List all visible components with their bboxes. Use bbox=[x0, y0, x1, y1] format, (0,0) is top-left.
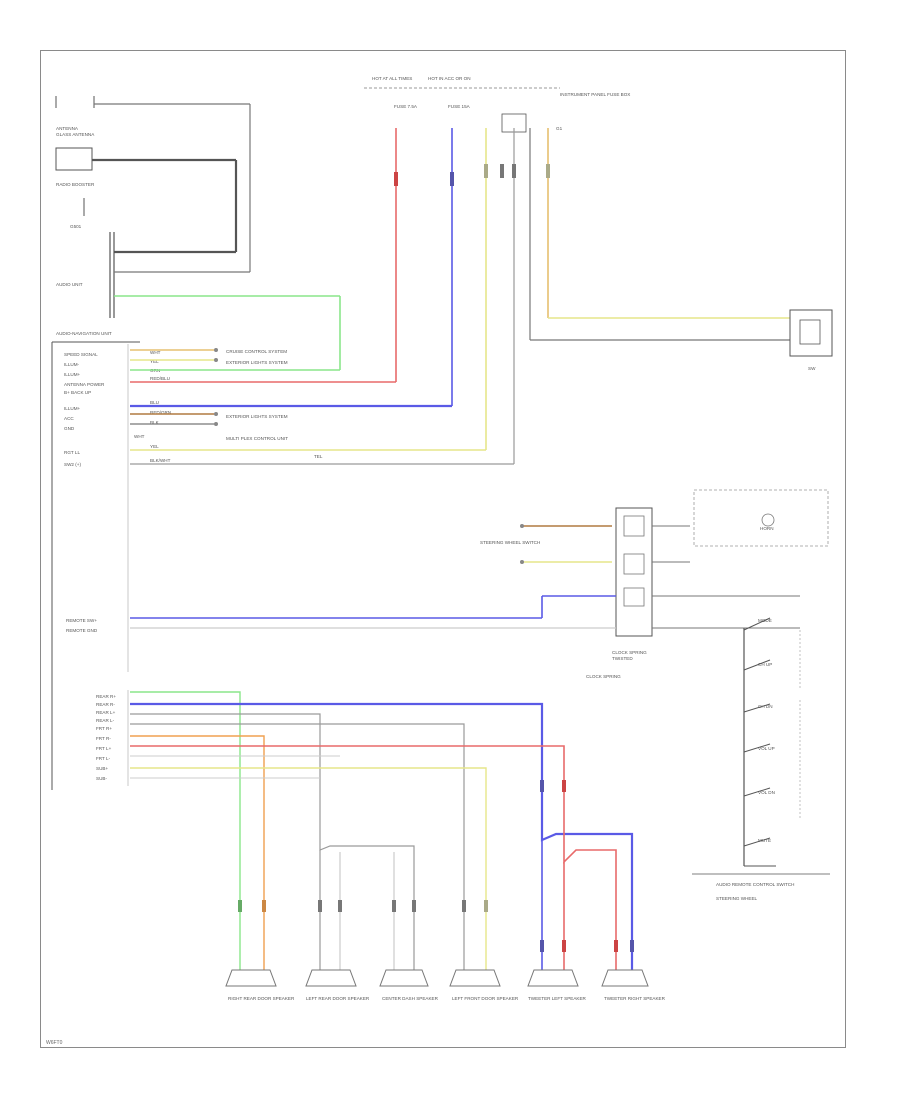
wire-code-0: WHT bbox=[150, 350, 161, 355]
steering-btn-1: CH UP bbox=[758, 662, 772, 667]
right-switch-box: SW bbox=[789, 309, 833, 371]
spk-pin-5: FRT R- bbox=[96, 736, 111, 741]
spk-pin-3: REAR L- bbox=[96, 718, 115, 723]
antenna-block: ANTENNA GLASS ANTENNA RADIO BOOSTER G501… bbox=[51, 96, 341, 790]
glass-antenna-label: GLASS ANTENNA bbox=[56, 132, 95, 137]
pin-label-0: SPEED SIGNAL bbox=[64, 352, 98, 357]
pin-label-9: SW2 (+) bbox=[64, 462, 81, 467]
ext-light2-label: EXTERIOR LIGHTS SYSTEM bbox=[226, 414, 288, 419]
remote-pin-a: REMOTE SW+ bbox=[66, 618, 97, 623]
wire-code-9: BLK/WHT bbox=[150, 458, 171, 463]
speaker-label-5: TWEETER RIGHT SPEAKER bbox=[604, 996, 666, 1001]
wire-code-7: WHT bbox=[134, 434, 145, 439]
spk-pin-9: SUB- bbox=[96, 776, 107, 781]
speaker-label-3: LEFT FRONT DOOR SPEAKER bbox=[452, 996, 519, 1001]
footer-code: W6FT0 bbox=[46, 1040, 63, 1046]
tel-label: TEL bbox=[314, 454, 323, 459]
spk-pin-0: REAR R+ bbox=[96, 694, 116, 699]
speaker-label-4: TWEETER LEFT SPEAKER bbox=[528, 996, 587, 1001]
sw-box-label: SW bbox=[808, 366, 816, 371]
cruise-label: CRUISE CONTROL SYSTEM bbox=[226, 349, 287, 354]
pin-label-7: GND bbox=[64, 426, 75, 431]
pin-label-1: ILLUM- bbox=[64, 362, 80, 367]
ground-label: G1 bbox=[556, 126, 563, 131]
left-pins: SPEED SIGNAL ILLUM- ILLUM+ ANTENNA POWER… bbox=[64, 352, 105, 467]
wire-code-5: RED/GRN bbox=[150, 410, 171, 415]
fuse-block: HOT AT ALL TIMES HOT IN ACC OR ON FUSE 7… bbox=[364, 76, 630, 133]
speaker-label-1: LEFT REAR DOOR SPEAKER bbox=[306, 996, 370, 1001]
pin-label-2: ILLUM+ bbox=[64, 372, 81, 377]
spk-pin-2: REAR L+ bbox=[96, 710, 116, 715]
speakers: RIGHT REAR DOOR SPEAKER LEFT REAR DOOR S… bbox=[225, 969, 666, 1001]
pin-label-5: ILLUM+ bbox=[64, 406, 81, 411]
top-wires bbox=[130, 128, 790, 465]
steering-btn-4: VOL DN bbox=[758, 790, 775, 795]
fuse-right-label: FUSE 15A bbox=[448, 104, 471, 109]
pin-label-3: ANTENNA POWER bbox=[64, 382, 105, 387]
speaker-connectors bbox=[238, 780, 634, 952]
speaker-label-2: CENTER DASH SPEAKER bbox=[382, 996, 439, 1001]
spk-pin-7: FRT L- bbox=[96, 756, 111, 761]
steering-btn-3: VOL UP bbox=[758, 746, 775, 751]
twisted-label: TWISTED bbox=[612, 656, 633, 661]
antenna-label: ANTENNA bbox=[56, 126, 79, 131]
remote-sw-left-label: STEERING WHEEL SWITCH bbox=[480, 540, 540, 545]
wire-code-6: BLK bbox=[150, 420, 160, 425]
fuse-left-label: FUSE 7.5A bbox=[394, 104, 418, 109]
speaker-wires bbox=[130, 691, 634, 970]
clock-spring-label: CLOCK SPRING bbox=[612, 650, 647, 655]
hot-at-all-times: HOT AT ALL TIMES bbox=[372, 76, 412, 81]
pin-label-6: ACC bbox=[64, 416, 74, 421]
steering-wheel-title: STEERING WHEEL bbox=[716, 896, 758, 901]
steering-switch-label: AUDIO REMOTE CONTROL SWITCH bbox=[716, 882, 794, 887]
spk-pin-6: FRT L+ bbox=[96, 746, 112, 751]
hot-in-acc: HOT IN ACC OR ON bbox=[428, 76, 471, 81]
pin-stubs bbox=[130, 348, 340, 426]
steering-btn-2: CH DN bbox=[758, 704, 773, 709]
fuse-box-label: INSTRUMENT PANEL FUSE BOX bbox=[560, 92, 630, 97]
pin-label-4: B+ BACK UP bbox=[64, 390, 91, 395]
audio-unit-label: AUDIO UNIT bbox=[56, 282, 83, 287]
speaker-label-0: RIGHT REAR DOOR SPEAKER bbox=[228, 996, 295, 1001]
steering-btn-5: MUTE bbox=[758, 838, 771, 843]
wire-code-4: BLU bbox=[150, 400, 159, 405]
spk-pin-4: FRT R+ bbox=[96, 726, 112, 731]
pin-label-8: RGT LL bbox=[64, 450, 80, 455]
wire-code-1: YEL bbox=[150, 359, 159, 364]
steering-switches: MODE CH UP CH DN VOL UP VOL DN MUTE AUDI… bbox=[586, 617, 830, 901]
gnd-label: G501 bbox=[70, 224, 82, 229]
amp-label: RADIO BOOSTER bbox=[56, 182, 95, 187]
remote-wires: REMOTE SW+ REMOTE GND bbox=[66, 595, 616, 633]
ext-light-label: EXTERIOR LIGHTS SYSTEM bbox=[226, 360, 288, 365]
wire-code-3: RED/BLU bbox=[150, 376, 170, 381]
navi-unit-label: AUDIO-NAVIGATION UNIT bbox=[56, 331, 112, 336]
remote-switch: STEERING WHEEL SWITCH CLOCK SPRING TWIST… bbox=[480, 489, 829, 661]
mid-labels: CRUISE CONTROL SYSTEM EXTERIOR LIGHTS SY… bbox=[226, 349, 323, 459]
wire-code-8: YEL bbox=[150, 444, 159, 449]
steering-btn-0: MODE bbox=[758, 618, 772, 623]
horn-label: HORN bbox=[760, 526, 774, 531]
speaker-pins: REAR R+ REAR R- REAR L+ REAR L- FRT R+ F… bbox=[96, 694, 116, 781]
diagram-frame bbox=[40, 50, 846, 1048]
spk-pin-1: REAR R- bbox=[96, 702, 115, 707]
remote-pin-b: REMOTE GND bbox=[66, 628, 98, 633]
rotary-label: CLOCK SPRING bbox=[586, 674, 621, 679]
spk-pin-8: SUB+ bbox=[96, 766, 108, 771]
multi-label: MULTI PLEX CONTROL UNIT bbox=[226, 436, 288, 441]
